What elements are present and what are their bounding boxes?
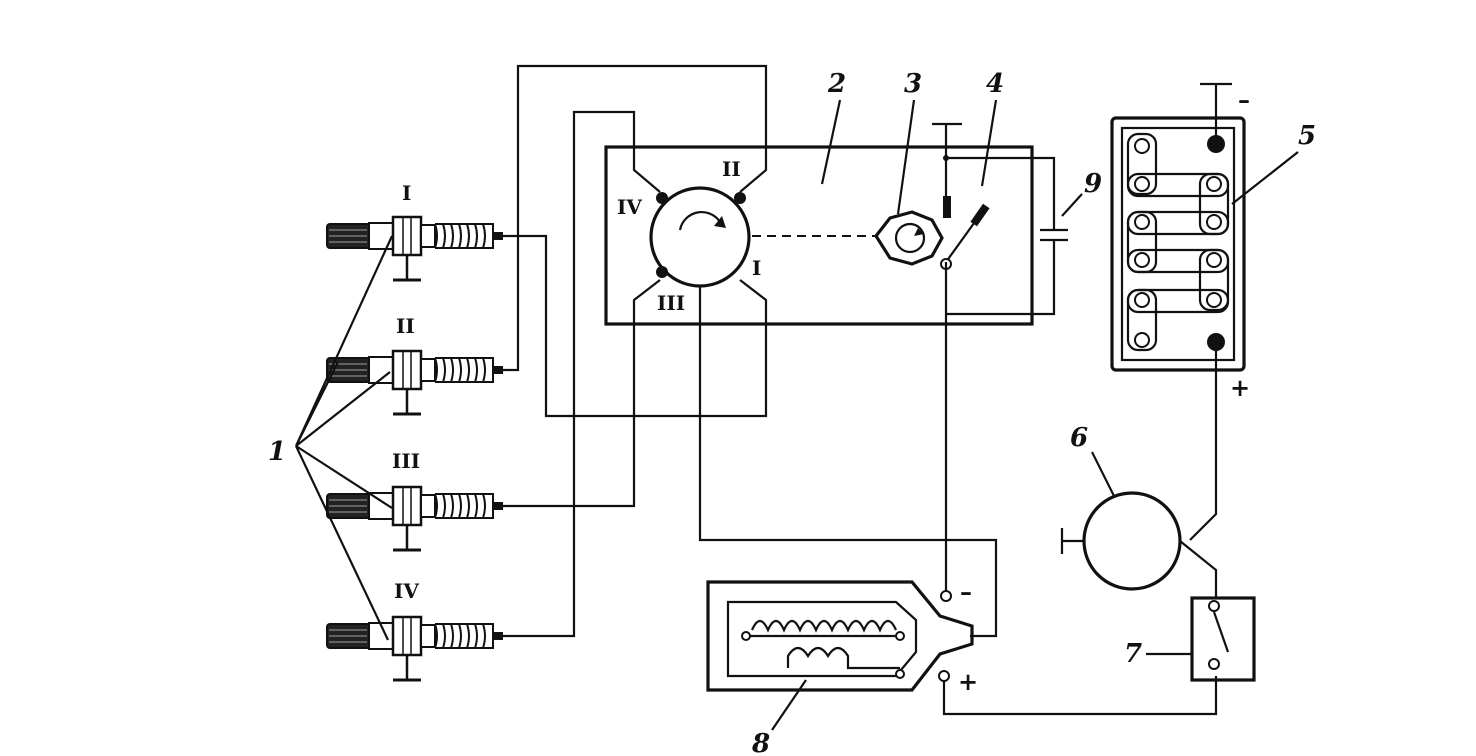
label-cam: 3 — [904, 69, 922, 99]
spark-plug-III — [325, 485, 505, 552]
terminal-label-IV: IV — [617, 195, 642, 219]
ignition-coil — [706, 580, 974, 692]
plug-label-II: II — [396, 314, 415, 338]
label-breaker: 4 — [986, 69, 1004, 99]
plug-label-III: III — [392, 449, 420, 473]
battery — [1110, 116, 1246, 372]
label-capacitor: 9 — [1084, 169, 1102, 199]
battery-positive-wire — [1189, 350, 1218, 541]
ht-wire-plug-III — [503, 324, 636, 508]
spark-plug-II — [325, 349, 505, 416]
rotation-arrow — [678, 210, 721, 231]
coil-minus-sign: – — [960, 577, 972, 606]
label-battery: 5 — [1298, 121, 1316, 151]
ht-wire-plug-I — [503, 234, 768, 418]
distributor-cap-outline — [632, 147, 768, 324]
coil-plus-sign: + — [958, 667, 978, 696]
rotor-terminal-II — [734, 192, 746, 204]
battery-plus-sign: + — [1230, 373, 1250, 402]
ht-wire-plug-IV — [503, 110, 636, 638]
coil-secondary-winding — [746, 619, 900, 638]
terminal-label-III: III — [657, 291, 685, 315]
label-coil: 8 — [751, 729, 770, 756]
capacitor — [946, 156, 1068, 316]
breaker-cam — [874, 210, 944, 266]
ignition-switch — [1190, 596, 1256, 682]
spark-plug-IV — [325, 615, 505, 682]
plug-label-IV: IV — [394, 579, 419, 603]
label-generator: 6 — [1070, 423, 1088, 453]
coil-to-switch-wire — [942, 676, 1218, 716]
label-switch: 7 — [1124, 639, 1142, 669]
rotor-terminal-IV — [656, 192, 668, 204]
battery-ground — [1200, 82, 1232, 136]
ht-wire-plug-II — [503, 64, 768, 372]
battery-cells — [1126, 132, 1230, 352]
terminal-label-I: I — [752, 256, 761, 280]
coil-primary-winding — [786, 646, 900, 670]
label-spark-plugs: 1 — [268, 437, 286, 467]
battery-minus-sign: – — [1238, 85, 1250, 114]
rotor-terminal-III — [656, 266, 668, 278]
label-1-leaders — [294, 235, 394, 641]
central-wire — [698, 286, 998, 638]
distributor-housing — [604, 145, 1034, 326]
generator — [1082, 491, 1182, 591]
label-distributor: 2 — [827, 69, 846, 99]
plug-label-I: I — [402, 181, 411, 205]
spark-plug-I — [325, 215, 505, 282]
terminal-label-II: II — [722, 157, 741, 181]
